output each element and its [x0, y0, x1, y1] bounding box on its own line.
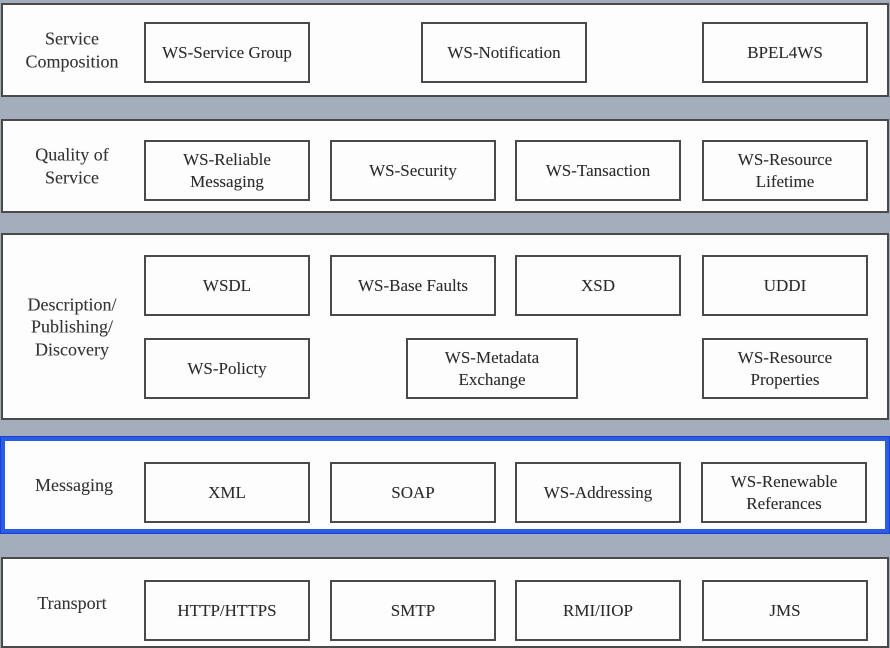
box-http-https: HTTP/HTTPS [144, 580, 310, 641]
box-ws-resource-properties: WS-Resource Properties [702, 338, 868, 399]
box-ws-notification: WS-Notification [421, 22, 587, 83]
layer-panel-quality-of-service: Quality of Service WS-Reliable Messaging… [1, 119, 889, 213]
box-xml: XML [144, 462, 310, 523]
layer-label-messaging: Messaging [35, 474, 113, 495]
box-ws-addressing: WS-Addressing [515, 462, 681, 523]
box-jms: JMS [702, 580, 868, 641]
box-ws-resource-lifetime: WS-Resource Lifetime [702, 140, 868, 201]
box-xsd: XSD [515, 255, 681, 316]
box-rmi-iiop: RMI/IIOP [515, 580, 681, 641]
box-ws-metadata-exchange: WS-Metadata Exchange [406, 338, 578, 399]
box-soap: SOAP [330, 462, 496, 523]
box-ws-security: WS-Security [330, 140, 496, 201]
layer-panel-transport: Transport HTTP/HTTPS SMTP RMI/IIOP JMS [1, 557, 889, 648]
box-ws-tansaction: WS-Tansaction [515, 140, 681, 201]
layer-panel-service-composition: Service Composition WS-Service Group WS-… [1, 3, 889, 97]
box-ws-service-group: WS-Service Group [144, 22, 310, 83]
box-bpel4ws: BPEL4WS [702, 22, 868, 83]
box-ws-reliable-messaging: WS-Reliable Messaging [144, 140, 310, 201]
box-ws-renewable-referances: WS-Renewable Referances [701, 462, 867, 523]
box-ws-policty: WS-Policty [144, 338, 310, 399]
box-smtp: SMTP [330, 580, 496, 641]
box-ws-base-faults: WS-Base Faults [330, 255, 496, 316]
layer-label-description-publishing-discovery: Description/ Publishing/ Discovery [27, 293, 117, 359]
box-uddi: UDDI [702, 255, 868, 316]
layer-panel-messaging: Messaging XML SOAP WS-Addressing WS-Rene… [1, 437, 889, 533]
layer-panel-description-publishing-discovery: Description/ Publishing/ Discovery WSDL … [1, 233, 889, 420]
box-wsdl: WSDL [144, 255, 310, 316]
layer-label-quality-of-service: Quality of Service [35, 144, 109, 188]
layer-label-service-composition: Service Composition [25, 28, 119, 72]
layer-label-transport: Transport [37, 592, 107, 613]
